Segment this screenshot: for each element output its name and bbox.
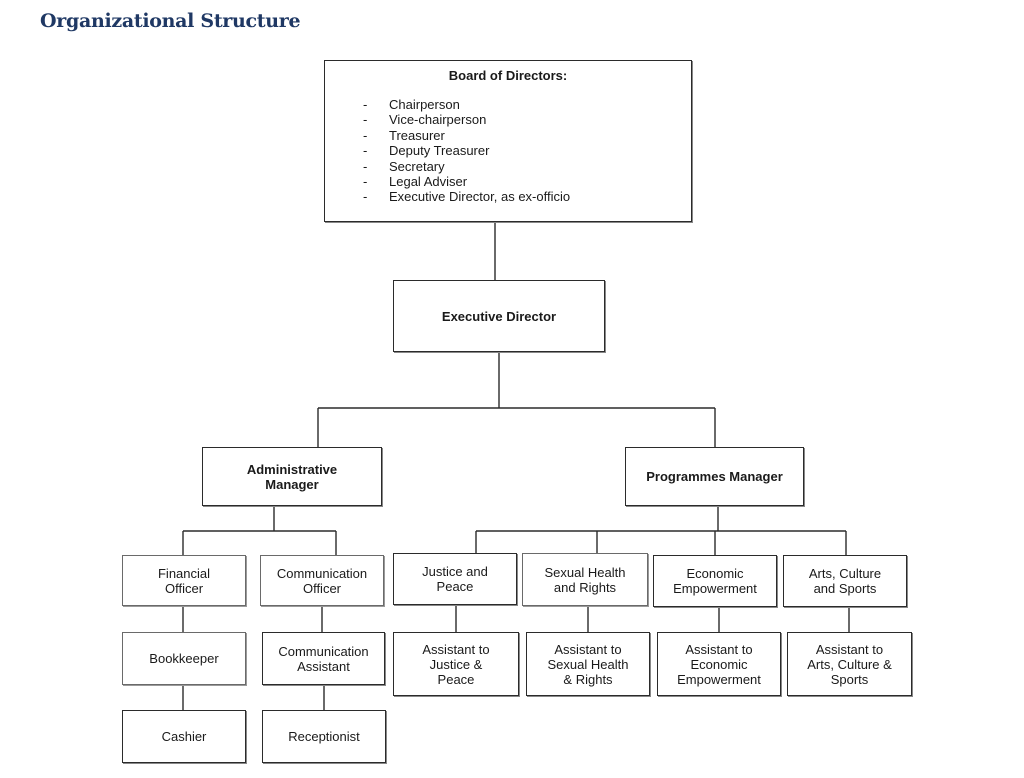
board-member-item: Treasurer xyxy=(363,128,570,144)
label-line: Economic xyxy=(690,656,748,672)
receptionist-label: Receptionist xyxy=(288,729,360,744)
assistant-sexual-health-box: Assistant to Sexual Health & Rights xyxy=(526,632,650,696)
justice-and-peace-label: Justice and Peace xyxy=(422,564,488,594)
label-line: Assistant to xyxy=(554,641,622,657)
label-line: Assistant to xyxy=(815,641,884,657)
executive-director-label: Executive Director xyxy=(441,308,557,324)
label-line: Assistant xyxy=(297,658,350,674)
board-of-directors-box: Board of Directors: Chairperson Vice-cha… xyxy=(324,60,692,222)
arts-culture-sports-box: Arts, Culture and Sports xyxy=(783,555,907,607)
sexual-health-and-rights-label: Sexual Health and Rights xyxy=(545,565,626,595)
label-line: Communication xyxy=(276,565,368,581)
label-line: Justice and xyxy=(422,564,488,579)
label-line: Assistant to xyxy=(685,641,753,657)
programmes-manager-box: Programmes Manager xyxy=(625,447,804,506)
label-line: Justice & xyxy=(429,656,483,672)
programmes-manager-label: Programmes Manager xyxy=(646,469,783,484)
bookkeeper-label: Bookkeeper xyxy=(149,651,219,666)
label-line: & Rights xyxy=(563,671,613,687)
communication-officer-label: Communication Officer xyxy=(277,566,367,596)
cashier-box: Cashier xyxy=(122,710,246,763)
label-line: Officer xyxy=(302,580,342,596)
assistant-justice-box: Assistant to Justice & Peace xyxy=(393,632,519,696)
communication-assistant-label: Communication Assistant xyxy=(278,644,368,674)
economic-empowerment-label: Economic Empowerment xyxy=(673,566,757,596)
label-line: Sports xyxy=(830,671,869,687)
bookkeeper-box: Bookkeeper xyxy=(122,632,246,685)
label-line: and Rights xyxy=(553,579,617,595)
board-member-item: Secretary xyxy=(363,159,570,175)
assistant-sexual-health-label: Assistant to Sexual Health & Rights xyxy=(548,642,629,687)
administrative-manager-label: Administrative Manager xyxy=(247,462,337,492)
assistant-arts-box: Assistant to Arts, Culture & Sports xyxy=(787,632,912,696)
board-member-item: Legal Adviser xyxy=(363,174,570,190)
financial-officer-label: Financial Officer xyxy=(158,566,210,596)
board-member-item: Vice-chairperson xyxy=(363,112,570,128)
assistant-arts-label: Assistant to Arts, Culture & Sports xyxy=(807,642,892,687)
board-member-list: Chairperson Vice-chairperson Treasurer D… xyxy=(363,97,570,205)
board-member-item: Executive Director, as ex-officio xyxy=(363,189,570,205)
receptionist-box: Receptionist xyxy=(262,710,386,763)
board-member-item: Chairperson xyxy=(363,97,570,113)
board-member-item: Deputy Treasurer xyxy=(363,143,570,159)
label-line: Arts, Culture & xyxy=(807,656,892,672)
page-title: Organizational Structure xyxy=(40,10,301,32)
assistant-economic-box: Assistant to Economic Empowerment xyxy=(657,632,781,696)
sexual-health-and-rights-box: Sexual Health and Rights xyxy=(522,553,648,606)
label-line: Officer xyxy=(164,580,204,596)
label-line: Empowerment xyxy=(677,671,761,687)
label-line: Peace xyxy=(437,671,475,687)
communication-assistant-box: Communication Assistant xyxy=(262,632,385,685)
administrative-manager-box: Administrative Manager xyxy=(202,447,382,506)
assistant-economic-label: Assistant to Economic Empowerment xyxy=(677,642,761,687)
label-line: Financial xyxy=(157,565,211,581)
label-line: Administrative xyxy=(246,461,338,477)
financial-officer-box: Financial Officer xyxy=(122,555,246,606)
label-line: Assistant to xyxy=(422,641,490,657)
board-heading: Board of Directors: xyxy=(448,68,568,83)
label-line: Sexual Health xyxy=(544,564,626,580)
label-line: Communication xyxy=(278,643,369,659)
label-line: Manager xyxy=(265,476,319,492)
label-line: Peace xyxy=(436,579,474,594)
label-line: Sexual Health xyxy=(547,656,629,672)
cashier-label: Cashier xyxy=(161,729,207,744)
assistant-justice-label: Assistant to Justice & Peace xyxy=(422,642,489,687)
label-line: Economic xyxy=(686,566,744,581)
label-line: Empowerment xyxy=(673,581,757,596)
executive-director-box: Executive Director xyxy=(393,280,605,352)
label-line: Arts, Culture xyxy=(808,566,882,581)
communication-officer-box: Communication Officer xyxy=(260,555,384,606)
justice-and-peace-box: Justice and Peace xyxy=(393,553,517,605)
arts-culture-sports-label: Arts, Culture and Sports xyxy=(809,566,881,596)
economic-empowerment-box: Economic Empowerment xyxy=(653,555,777,607)
label-line: and Sports xyxy=(813,581,877,596)
